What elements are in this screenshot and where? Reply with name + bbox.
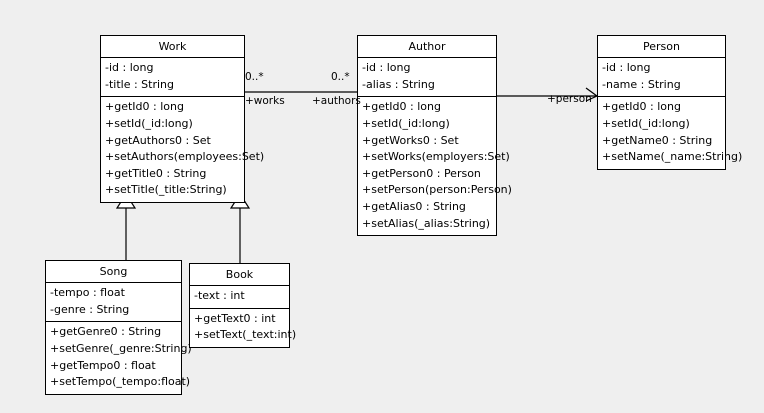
operation-row: +setTempo(_tempo:float) — [50, 375, 191, 389]
operation-row: +setTitle(_title:String) — [105, 183, 227, 197]
operation-row: +getTitle0 : String — [105, 166, 207, 180]
role-authors: +authors — [312, 95, 361, 107]
operation-row: +setId(_id:long) — [362, 116, 450, 130]
class-name-song: Song — [46, 261, 181, 283]
operation-row: +setId(_id:long) — [105, 116, 193, 130]
operations-compartment-person: +getId0 : long +setId(_id:long) +getName… — [598, 97, 743, 169]
operation-row: +setAuthors(employees:Set) — [105, 150, 265, 164]
class-name-person: Person — [598, 36, 725, 58]
operation-row: +getAuthors0 : Set — [105, 133, 211, 147]
operations-compartment-author: +getId0 : long +setId(_id:long) +getWork… — [358, 97, 512, 235]
operation-row: +getPerson0 : Person — [362, 166, 481, 180]
class-box-work[interactable]: Work -id : long -title : String +getId0 … — [100, 35, 265, 204]
attributes-compartment-author: -id : long -alias : String — [358, 58, 496, 98]
class-box-book[interactable]: Book -text : int +getText0 : int +setTex… — [189, 263, 297, 348]
attribute-row: -id : long — [362, 61, 411, 74]
attribute-row: -id : long — [602, 61, 651, 74]
attributes-compartment-person: -id : long -name : String — [598, 58, 725, 98]
operation-row: +getId0 : long — [602, 100, 681, 114]
attribute-row: -title : String — [105, 77, 175, 91]
class-box-author[interactable]: Author -id : long -alias : String +getId… — [357, 35, 512, 237]
operation-row: +setAlias(_alias:String) — [362, 216, 491, 230]
operation-row: +getName0 : String — [602, 133, 713, 147]
operation-row: +setId(_id:long) — [602, 116, 690, 130]
operation-row: +setName(_name:String) — [602, 150, 743, 164]
multiplicity-author-end: 0..* — [331, 71, 350, 83]
attribute-row: -tempo : float — [50, 286, 125, 299]
class-name-book: Book — [190, 264, 289, 286]
operation-row: +setText(_text:int) — [194, 328, 297, 342]
attribute-row: -name : String — [602, 77, 681, 91]
class-name-work: Work — [101, 36, 244, 58]
attribute-row: -id : long — [105, 61, 154, 74]
class-box-person[interactable]: Person -id : long -name : String +getId0… — [597, 35, 743, 170]
operation-row: +setPerson(person:Person) — [362, 183, 512, 197]
operation-row: +setGenre(_genre:String) — [50, 341, 192, 355]
attributes-compartment-work: -id : long -title : String — [101, 58, 244, 98]
attributes-compartment-song: -tempo : float -genre : String — [46, 283, 181, 323]
operation-row: +getTempo0 : float — [50, 358, 156, 372]
operation-row: +getWorks0 : Set — [362, 133, 459, 147]
attribute-row: -alias : String — [362, 77, 435, 91]
operations-compartment-book: +getText0 : int +setText(_text:int) — [190, 309, 297, 347]
operation-row: +getId0 : long — [362, 100, 441, 114]
role-person: +person — [547, 93, 592, 105]
attributes-compartment-book: -text : int — [190, 286, 289, 309]
operation-row: +getGenre0 : String — [50, 325, 162, 339]
attribute-row: -text : int — [194, 289, 245, 302]
class-name-author: Author — [358, 36, 496, 58]
operation-row: +getId0 : long — [105, 100, 184, 114]
operations-compartment-work: +getId0 : long +setId(_id:long) +getAuth… — [101, 97, 265, 202]
operation-row: +getAlias0 : String — [362, 200, 466, 214]
operations-compartment-song: +getGenre0 : String +setGenre(_genre:Str… — [46, 322, 192, 394]
class-box-song[interactable]: Song -tempo : float -genre : String +get… — [45, 260, 192, 395]
attribute-row: -genre : String — [50, 302, 130, 316]
role-works: +works — [245, 95, 285, 107]
multiplicity-work-end: 0..* — [245, 71, 264, 83]
operation-row: +setWorks(employers:Set) — [362, 150, 510, 164]
operation-row: +getText0 : int — [194, 311, 276, 325]
